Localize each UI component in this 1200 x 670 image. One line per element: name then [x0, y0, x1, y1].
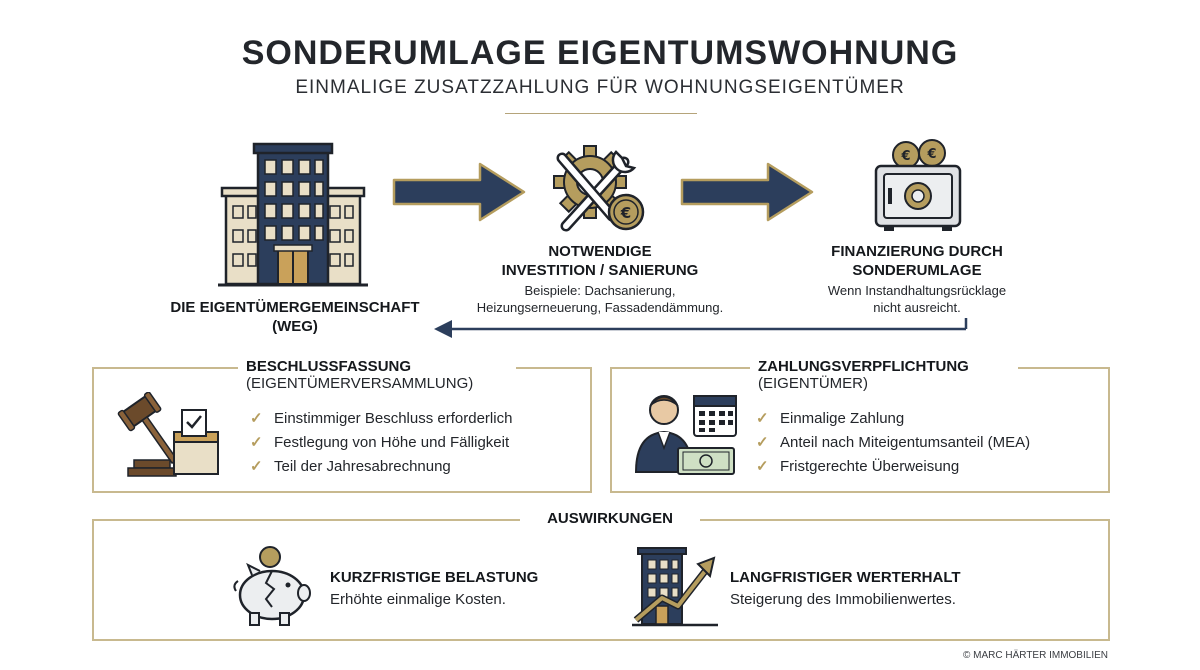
step-financing-description: Wenn Instandhaltungsrücklage nicht ausre… — [782, 282, 1052, 316]
effect-long-term: LANGFRISTIGER WERTERHALT Steigerung des … — [730, 569, 1030, 608]
effects-title: AUSWIRKUNGEN — [520, 510, 700, 527]
step-financing-title-line1: FINANZIERUNG DURCH — [831, 243, 1003, 260]
check-icon: ✓ — [756, 458, 769, 475]
resolution-subtitle: (EIGENTÜMERVERSAMMLUNG) — [246, 375, 474, 392]
apartment-building-icon — [218, 142, 368, 290]
flow-arrow-right-1 — [392, 160, 527, 224]
gear-wrench-euro-icon: € — [552, 142, 652, 242]
page-title: SONDERUMLAGE EIGENTUMSWOHNUNG — [241, 34, 959, 72]
payment-item: ✓Einmalige Zahlung — [756, 407, 1096, 431]
effect-short-term: KURZFRISTIGE BELASTUNG Erhöhte einmalige… — [330, 569, 590, 608]
effect-short-description: Erhöhte einmalige Kosten. — [330, 591, 506, 608]
resolution-heading: BESCHLUSSFASSUNG (EIGENTÜMERVERSAMMLUNG) — [238, 358, 516, 392]
safe-coins-icon: € € — [868, 138, 968, 232]
broken-piggy-bank-icon — [232, 545, 312, 627]
svg-text:€: € — [926, 147, 936, 162]
resolution-item: ✓Einstimmiger Beschluss erforderlich — [250, 407, 580, 431]
payment-list: ✓Einmalige Zahlung ✓Anteil nach Miteigen… — [756, 407, 1096, 479]
check-icon: ✓ — [756, 434, 769, 451]
payment-title: ZAHLUNGSVERPFLICHTUNG — [758, 358, 1018, 375]
step-financing-desc-line1: Wenn Instandhaltungsrücklage — [827, 283, 1007, 298]
page-subtitle: EINMALIGE ZUSATZZAHLUNG FÜR WOHNUNGSEIGE… — [295, 77, 905, 98]
check-icon: ✓ — [250, 410, 263, 427]
flow-arrow-right-2 — [680, 160, 815, 224]
effect-short-title: KURZFRISTIGE BELASTUNG — [330, 569, 539, 586]
effect-long-title: LANGFRISTIGER WERTERHALT — [730, 569, 961, 586]
flow-arrow-return — [432, 314, 972, 344]
payment-subtitle: (EIGENTÜMER) — [758, 375, 868, 392]
step-investment-title: NOTWENDIGE INVESTITION / SANIERUNG — [470, 242, 730, 280]
step-investment-description: Beispiele: Dachsanierung, Heizungserneue… — [440, 282, 760, 316]
payment-heading: ZAHLUNGSVERPFLICHTUNG (EIGENTÜMER) — [750, 358, 1018, 392]
step-financing-desc-line2: nicht ausreicht. — [873, 300, 961, 315]
step-investment-desc-line2: Heizungserneuerung, Fassadendämmung. — [476, 300, 724, 315]
resolution-item: ✓Teil der Jahresabrechnung — [250, 455, 580, 479]
building-growth-arrow-icon — [632, 544, 718, 630]
step-financing-title-line2: SONDERUMLAGE — [852, 262, 982, 279]
title-divider — [505, 113, 697, 114]
payment-item: ✓Fristgerechte Überweisung — [756, 455, 1096, 479]
check-icon: ✓ — [250, 434, 263, 451]
step-weg-title-line2: (WEG) — [272, 318, 318, 335]
payment-item: ✓Anteil nach Miteigentumsanteil (MEA) — [756, 431, 1096, 455]
resolution-list: ✓Einstimmiger Beschluss erforderlich ✓Fe… — [250, 407, 580, 479]
check-icon: ✓ — [250, 458, 263, 475]
step-weg-title: DIE EIGENTÜMERGEMEINSCHAFT (WEG) — [150, 298, 440, 336]
step-weg-title-line1: DIE EIGENTÜMERGEMEINSCHAFT — [170, 299, 420, 316]
svg-text:€: € — [620, 204, 631, 222]
resolution-title: BESCHLUSSFASSUNG — [246, 358, 516, 375]
owner-calendar-banknote-icon — [632, 390, 742, 478]
gavel-ballot-box-icon — [112, 391, 222, 478]
step-financing-title: FINANZIERUNG DURCH SONDERUMLAGE — [782, 242, 1052, 280]
svg-text:€: € — [900, 149, 910, 164]
copyright-footer: © MARC HÄRTER IMMOBILIEN — [963, 650, 1108, 661]
effect-long-description: Steigerung des Immobilienwertes. — [730, 591, 956, 608]
step-investment-title-line2: INVESTITION / SANIERUNG — [501, 262, 699, 279]
resolution-item: ✓Festlegung von Höhe und Fälligkeit — [250, 431, 580, 455]
step-investment-title-line1: NOTWENDIGE — [548, 243, 652, 260]
step-investment-desc-line1: Beispiele: Dachsanierung, — [524, 283, 676, 298]
check-icon: ✓ — [756, 410, 769, 427]
